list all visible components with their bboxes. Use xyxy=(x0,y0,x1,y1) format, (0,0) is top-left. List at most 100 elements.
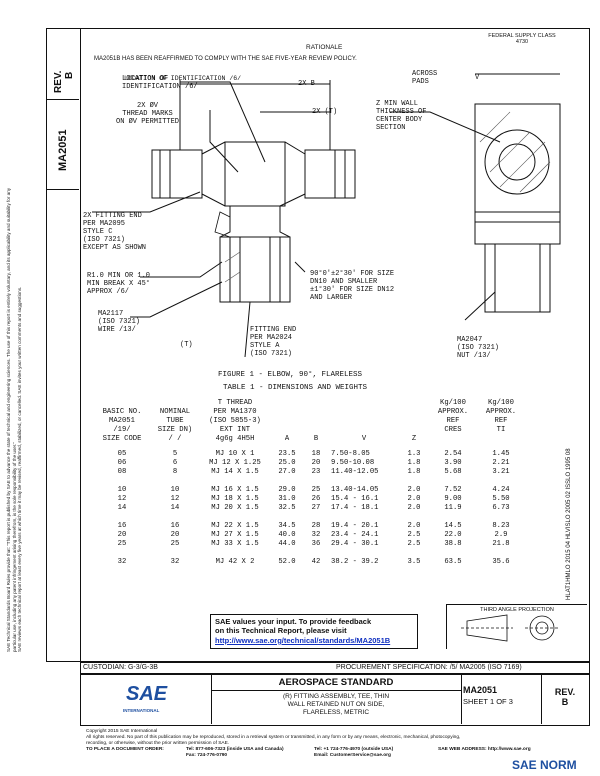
table-header-cell xyxy=(304,407,328,416)
side-doc-number: MA2051 xyxy=(57,129,69,171)
table-cell: 1.45 xyxy=(492,449,510,458)
table-cell: 32 xyxy=(117,557,127,566)
table-cell: 12 xyxy=(170,494,180,503)
table-header-cell xyxy=(400,416,428,425)
logo-cell: SAE INTERNATIONAL xyxy=(81,675,212,724)
table-cell xyxy=(478,512,524,521)
table-cell xyxy=(328,512,400,521)
table-cell: 5.68 xyxy=(444,467,462,476)
table-cell: 32 xyxy=(170,557,180,566)
table-header-cell xyxy=(328,416,400,425)
table-header-cell xyxy=(428,434,478,443)
table-cell: 06 xyxy=(117,458,127,467)
table-cell: 2.5 xyxy=(407,539,421,548)
custodian: CUSTODIAN: G-3/G-3B xyxy=(83,664,158,671)
table-cell: 28 xyxy=(311,521,321,530)
table-cell xyxy=(428,548,478,557)
table-row xyxy=(94,548,524,557)
table-cell: 40.0 xyxy=(278,530,296,539)
rev-label: REV. xyxy=(554,687,576,697)
table-cell: 2.9 xyxy=(494,530,508,539)
table-header-cell xyxy=(94,398,150,407)
projection-label: THIRD ANGLE PROJECTION xyxy=(480,607,554,613)
dim-t: (T) xyxy=(180,341,193,349)
dim-2x-b: 2X B xyxy=(298,80,315,88)
table-cell xyxy=(94,548,150,557)
callout-wire: MA2117 (ISO 7321) WIRE /13/ xyxy=(98,310,141,334)
table-cell: 2.0 xyxy=(407,494,421,503)
side-doc-box: MA2051 xyxy=(47,99,79,190)
table-cell: 1.8 xyxy=(407,458,421,467)
table-header-cell: 4g6g 4H5H xyxy=(215,434,255,443)
table-caption: TABLE 1 - DIMENSIONS AND WEIGHTS xyxy=(223,384,368,392)
table-cell xyxy=(304,512,328,521)
side-rev-label: REV. xyxy=(53,70,64,93)
table-header-cell: Kg/100 xyxy=(440,398,466,407)
aerospace-standard: AEROSPACE STANDARD xyxy=(278,677,394,688)
table-header-cell xyxy=(270,398,304,407)
table-cell: 3.21 xyxy=(492,467,510,476)
table-cell: 29.4 - 30.1 xyxy=(331,539,379,548)
web-address[interactable]: SAE WEB ADDRESS: http://www.sae.org xyxy=(438,747,531,752)
doc-number: MA2051 xyxy=(463,685,498,695)
table-cell: 19.4 - 20.1 xyxy=(331,521,379,530)
table-header-cell: (ISO 5855-3) xyxy=(209,416,261,425)
table-cell xyxy=(478,476,524,485)
table-cell: 36 xyxy=(311,539,321,548)
sae-logo: SAE xyxy=(126,683,168,705)
notice-line-2: on this Technical Report, please visit xyxy=(215,626,347,636)
side-strip: REV. B MA2051 xyxy=(46,28,80,662)
table-cell: 32.5 xyxy=(278,503,296,512)
table-cell: 23 xyxy=(311,467,321,476)
table-cell xyxy=(400,476,428,485)
table-cell: 08 xyxy=(117,467,127,476)
table-header-cell: PER MA1370 xyxy=(213,407,257,416)
table-header-cell xyxy=(328,407,400,416)
table-header-cell xyxy=(328,425,400,434)
table-header-cell: B xyxy=(313,434,319,443)
table-header-cell xyxy=(304,416,328,425)
table-cell: 10 xyxy=(117,485,127,494)
title-line-1: (R) FITTING ASSEMBLY, TEE, THIN xyxy=(282,693,390,700)
rev-value: B xyxy=(561,697,569,707)
table-cell: 20 xyxy=(170,530,180,539)
table-cell: 42 xyxy=(311,557,321,566)
table-cell: 7.52 xyxy=(444,485,462,494)
email[interactable]: Email: CustomerService@sae.org xyxy=(314,753,391,758)
legal-line-1: SAE Technical Standards Board Rules prov… xyxy=(6,187,17,652)
doc-number-cell: MA2051 SHEET 1 OF 3 xyxy=(461,675,542,724)
table-cell: 38.2 - 39.2 xyxy=(331,557,379,566)
table-cell: 23.5 xyxy=(278,449,296,458)
table-cell: 1.8 xyxy=(407,467,421,476)
table-cell: 52.0 xyxy=(278,557,296,566)
table-cell xyxy=(304,548,328,557)
table-cell: 25 xyxy=(311,485,321,494)
table-cell xyxy=(150,512,200,521)
table-cell: 13.40-14.05 xyxy=(331,485,379,494)
table-cell: MJ 33 X 1.5 xyxy=(211,539,259,548)
table-cell: 4.24 xyxy=(492,485,510,494)
table-cell: 2.0 xyxy=(407,503,421,512)
nut xyxy=(219,236,291,303)
sheet-number: SHEET 1 OF 3 xyxy=(463,697,513,706)
table-cell: MJ 16 X 1.5 xyxy=(211,485,259,494)
table-cell: MJ 20 X 1.5 xyxy=(211,503,259,512)
table-cell xyxy=(200,476,270,485)
legal-text: SAE Technical Standards Board Rules prov… xyxy=(6,172,23,652)
fax: Fax: 724-776-0790 xyxy=(186,753,228,758)
table-cell: 25 xyxy=(170,539,180,548)
table-cell: 23.4 - 24.1 xyxy=(331,530,379,539)
table-cell: 20 xyxy=(311,458,321,467)
table-header-cell: T THREAD xyxy=(217,398,253,407)
feedback-link[interactable]: http://www.sae.org/technical/standards/M… xyxy=(215,635,391,645)
table-header-cell xyxy=(328,398,400,407)
table-cell: MJ 22 X 1.5 xyxy=(211,521,259,530)
table-header-cell: EXT INT xyxy=(219,425,251,434)
table-cell xyxy=(304,476,328,485)
table-cell: 44.0 xyxy=(278,539,296,548)
callout-fitting-end: 2X FITTING END PER MA2095 STYLE C (ISO 7… xyxy=(83,212,147,252)
